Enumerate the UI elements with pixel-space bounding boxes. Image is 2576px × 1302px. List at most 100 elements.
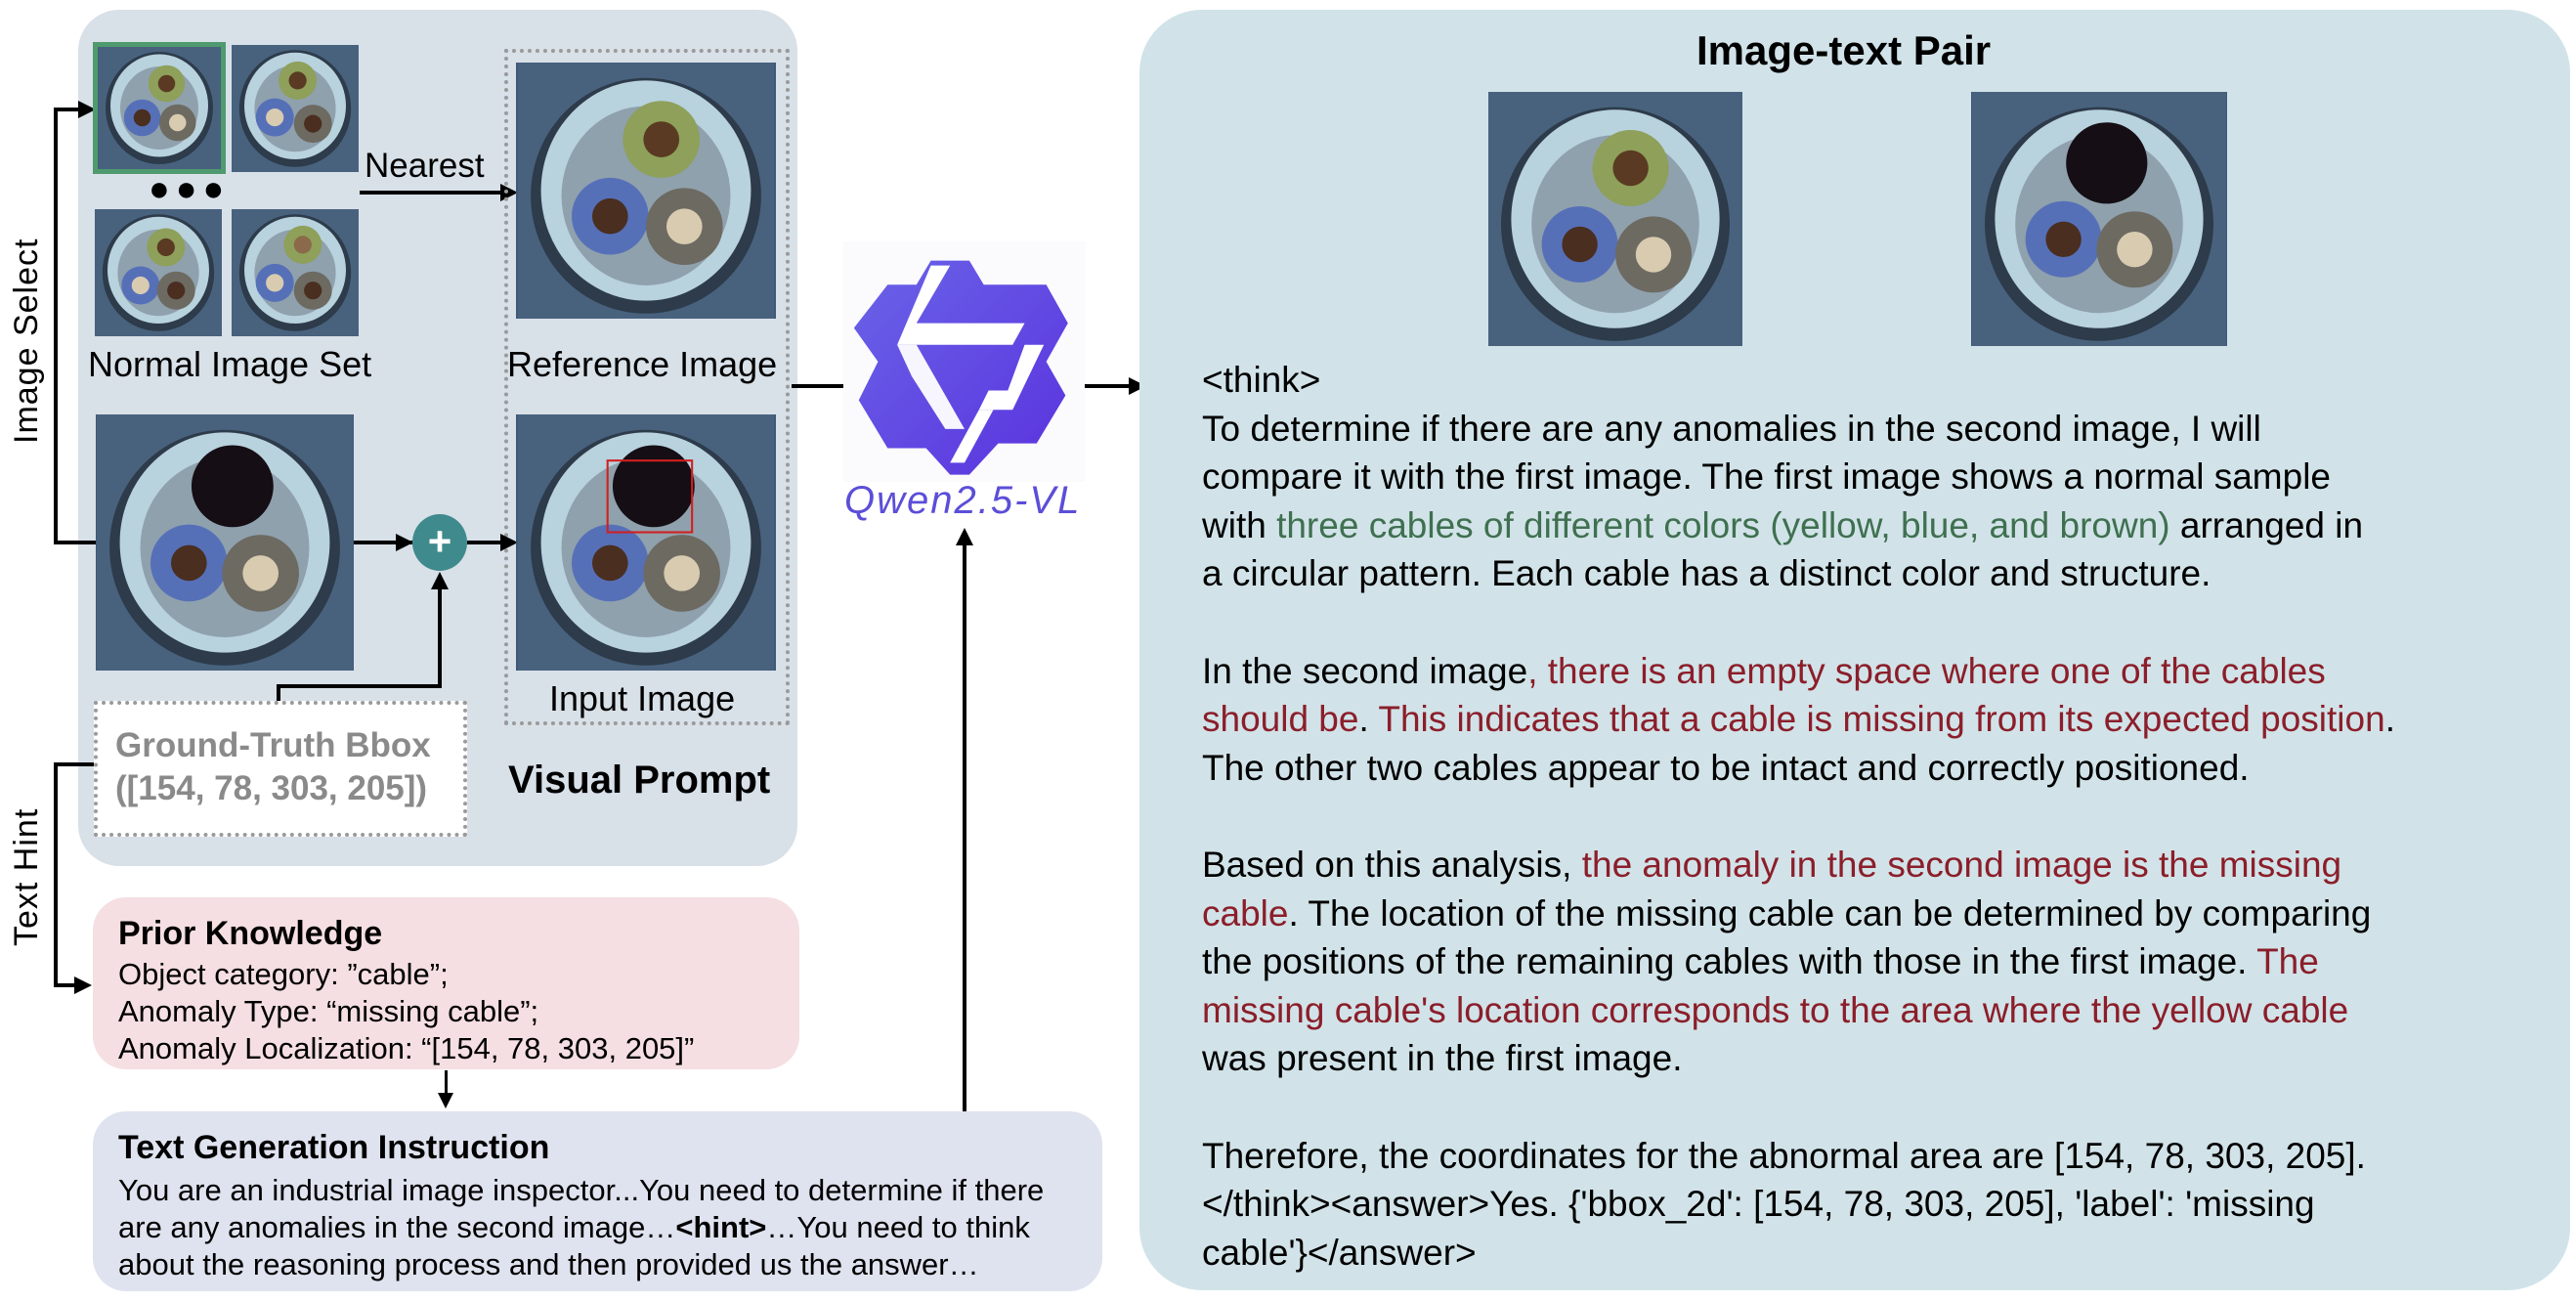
reasoning-line: with three cables of different colors (y… [1202, 501, 2363, 550]
prior-knowledge-title: Prior Knowledge [118, 915, 383, 952]
cable-normal-icon [232, 209, 359, 336]
reasoning-text: . [2384, 699, 2395, 740]
more-images-ellipsis: ●●● [149, 168, 231, 208]
reasoning-text: The other two cables appear to be intact… [1202, 747, 2250, 788]
reasoning-text: <think> [1202, 360, 1321, 400]
image-select-connector-top [54, 108, 81, 111]
input-image-label: Input Image [549, 678, 736, 718]
reasoning-text: arranged in [2169, 504, 2364, 545]
instruction-to-model-arrow [963, 542, 966, 1111]
arrow-head-icon [431, 572, 449, 589]
nearest-arrow [360, 191, 506, 195]
reasoning-text: was present in the first image. [1202, 1038, 1683, 1079]
normal-pair-image[interactable] [1488, 92, 1742, 346]
reasoning-text: a circular pattern. Each cable has a dis… [1202, 553, 2211, 594]
reasoning-text: the positions of the remaining cables wi… [1202, 941, 2257, 982]
input-image[interactable] [516, 414, 776, 671]
prior-knowledge-line: Object category: ”cable”; [118, 957, 449, 991]
text-hint-connector [54, 762, 58, 987]
cable-normal-icon [1488, 92, 1742, 346]
normal-image-thumbnail[interactable] [232, 209, 359, 336]
prior-knowledge-line: Anomaly Type: “missing cable”; [118, 994, 539, 1028]
model-name-label: Qwen2.5-VL [844, 479, 1082, 522]
cable-missing-icon [97, 414, 353, 671]
highlight-anomaly-text: should be [1202, 699, 1359, 740]
merge-plus-icon: + [412, 514, 467, 571]
arrow-head-icon [500, 534, 518, 551]
ground-truth-bbox-box: Ground-Truth Bbox ([154, 78, 303, 205]) [94, 701, 467, 837]
instruction-line: about the reasoning process and then pro… [118, 1247, 979, 1281]
bbox-connector [277, 684, 442, 688]
arrow-head-icon [438, 1093, 453, 1108]
reasoning-line: Therefore, the coordinates for the abnor… [1202, 1132, 2366, 1181]
cable-normal-icon [518, 63, 774, 319]
text-hint-label: Text Hint [8, 807, 45, 946]
reasoning-line: compare it with the first image. The fir… [1202, 453, 2331, 501]
highlight-anomaly-text: missing cable's location corresponds to … [1202, 989, 2349, 1030]
arrow-head-icon [78, 101, 96, 118]
reasoning-text: cable'}</answer> [1202, 1232, 1477, 1273]
prior-knowledge-box: Prior Knowledge Object category: ”cable”… [93, 897, 799, 1069]
cable-missing-bbox-icon [518, 414, 774, 671]
highlight-anomaly-text: , there is an empty space where one of t… [1527, 650, 2326, 691]
reasoning-line: the positions of the remaining cables wi… [1202, 937, 2319, 986]
cable-normal-icon [98, 47, 221, 169]
normal-image-thumbnail[interactable] [95, 209, 222, 336]
arrow-head-icon [396, 534, 413, 551]
text-generation-title: Text Generation Instruction [118, 1129, 550, 1166]
reasoning-text: </think><answer>Yes. {'bbox_2d': [154, 7… [1202, 1184, 2315, 1225]
reasoning-line: Based on this analysis, the anomaly in t… [1202, 841, 2341, 890]
visual-prompt-label: Visual Prompt [508, 759, 771, 802]
instruction-line: You are an industrial image inspector...… [118, 1173, 1045, 1207]
instruction-line: are any anomalies in the second image…<h… [118, 1209, 1030, 1246]
prompt-to-model-arrow [792, 384, 852, 388]
image-to-merge-arrow [354, 541, 412, 544]
image-select-connector [54, 108, 58, 542]
reasoning-line: In the second image, there is an empty s… [1202, 647, 2326, 696]
reasoning-line: missing cable's location corresponds to … [1202, 986, 2348, 1035]
cable-normal-icon [232, 45, 359, 172]
reasoning-line: was present in the first image. [1202, 1034, 1683, 1083]
text-generation-instruction-box: Text Generation Instruction You are an i… [93, 1111, 1102, 1291]
qwen-logo-icon [853, 260, 1068, 475]
reasoning-line: a circular pattern. Each cable has a dis… [1202, 549, 2211, 598]
reasoning-line: cable'}</answer> [1202, 1229, 1477, 1278]
reasoning-line: The other two cables appear to be intact… [1202, 744, 2250, 793]
arrow-head-icon [956, 528, 973, 545]
knowledge-to-instruction-arrow [445, 1070, 448, 1100]
reasoning-text: Based on this analysis, [1202, 845, 1582, 885]
ground-truth-title: Ground-Truth Bbox [115, 726, 431, 764]
bbox-to-merge-arrow [438, 586, 442, 686]
cable-normal-icon [95, 209, 222, 336]
reasoning-line: cable. The location of the missing cable… [1202, 890, 2371, 938]
instruction-text: are any anomalies in the second image… [118, 1210, 676, 1244]
qwen-logo [843, 241, 1086, 482]
reasoning-text: In the second image [1202, 650, 1528, 691]
highlight-normal-text: three cables of different colors (yellow… [1276, 504, 2170, 545]
text-hint-connector-top [54, 762, 95, 766]
reasoning-text: . [1358, 699, 1379, 740]
instruction-text: …You need to think [766, 1210, 1030, 1244]
merge-to-input-arrow [467, 541, 506, 544]
highlight-anomaly-text: This indicates that a cable is missing f… [1378, 699, 2385, 740]
normal-image-thumbnail[interactable] [232, 45, 359, 172]
nearest-label: Nearest [365, 147, 485, 185]
highlight-anomaly-text: the anomaly in the second image is the m… [1581, 845, 2342, 885]
hint-token: <hint> [675, 1210, 767, 1244]
cable-missing-icon [1972, 92, 2226, 346]
bbox-connector-stub [277, 684, 280, 704]
anomalous-image[interactable] [96, 414, 354, 671]
reasoning-line: </think><answer>Yes. {'bbox_2d': [154, 7… [1202, 1180, 2315, 1229]
ground-truth-value: ([154, 78, 303, 205]) [115, 769, 428, 807]
arrow-head-icon [74, 976, 92, 994]
anomalous-pair-image[interactable] [1971, 92, 2227, 346]
reasoning-text: To determine if there are any anomalies … [1202, 408, 2261, 449]
normal-image-thumbnail-selected[interactable] [93, 42, 226, 174]
reference-image-label: Reference Image [507, 344, 778, 384]
image-select-label: Image Select [8, 238, 45, 444]
reasoning-text: Therefore, the coordinates for the abnor… [1202, 1135, 2366, 1176]
visual-prompt-images-frame [504, 49, 790, 725]
reference-image[interactable] [516, 63, 776, 319]
reasoning-line: <think> [1202, 356, 1320, 405]
reasoning-line: should be. This indicates that a cable i… [1202, 695, 2395, 744]
